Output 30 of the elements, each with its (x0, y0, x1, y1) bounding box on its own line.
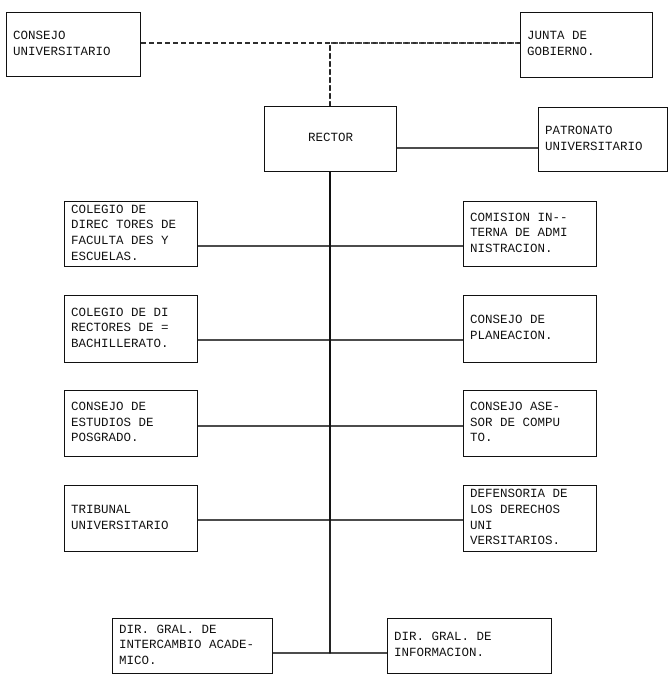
org-box (6, 12, 141, 77)
org-box (463, 485, 597, 552)
box-label: CONSEJO ASE- SOR DE COMPU TO. (470, 400, 562, 447)
org-box (463, 295, 597, 363)
org-box (64, 485, 198, 552)
box-label: JUNTA DE GOBIERNO. (527, 29, 596, 61)
box-label: DIR. GRAL. DE INTERCAMBIO ACADE- MICO. (119, 622, 256, 670)
org-box (463, 390, 597, 457)
org-box (463, 201, 597, 267)
box-label: CONSEJO DE ESTUDIOS DE POSGRADO. (71, 400, 155, 447)
box-label: DEFENSORIA DE LOS DERECHOS UNI VERSITARIOS. (470, 487, 569, 550)
org-box (387, 618, 552, 674)
org-box (112, 618, 273, 674)
org-box (64, 295, 198, 363)
box-label: DIR. GRAL. DE INFORMACION. (394, 630, 493, 662)
org-box (520, 12, 653, 78)
box-label: CONSEJO UNIVERSITARIO (13, 28, 112, 60)
connector-line (397, 147, 538, 149)
box-label: PATRONATO UNIVERSITARIO (545, 124, 644, 156)
box-label: TRIBUNAL UNIVERSITARIO (71, 502, 170, 534)
dashed-connector (329, 42, 520, 106)
box-label: COLEGIO DE DI RECTORES DE = BACHILLERATO. (71, 306, 170, 352)
org-box (64, 201, 198, 267)
box-label: COMISION IN-- TERNA DE ADMI NISTRACION. (470, 210, 569, 258)
org-box (64, 390, 198, 457)
org-box (264, 106, 397, 172)
box-label: CONSEJO DE PLANEACION. (470, 313, 554, 345)
box-label: COLEGIO DE DIREC TORES DE FACULTA DES Y ESCUELAS. (71, 202, 178, 266)
org-box (538, 107, 668, 172)
box-label: RECTOR (308, 131, 353, 147)
